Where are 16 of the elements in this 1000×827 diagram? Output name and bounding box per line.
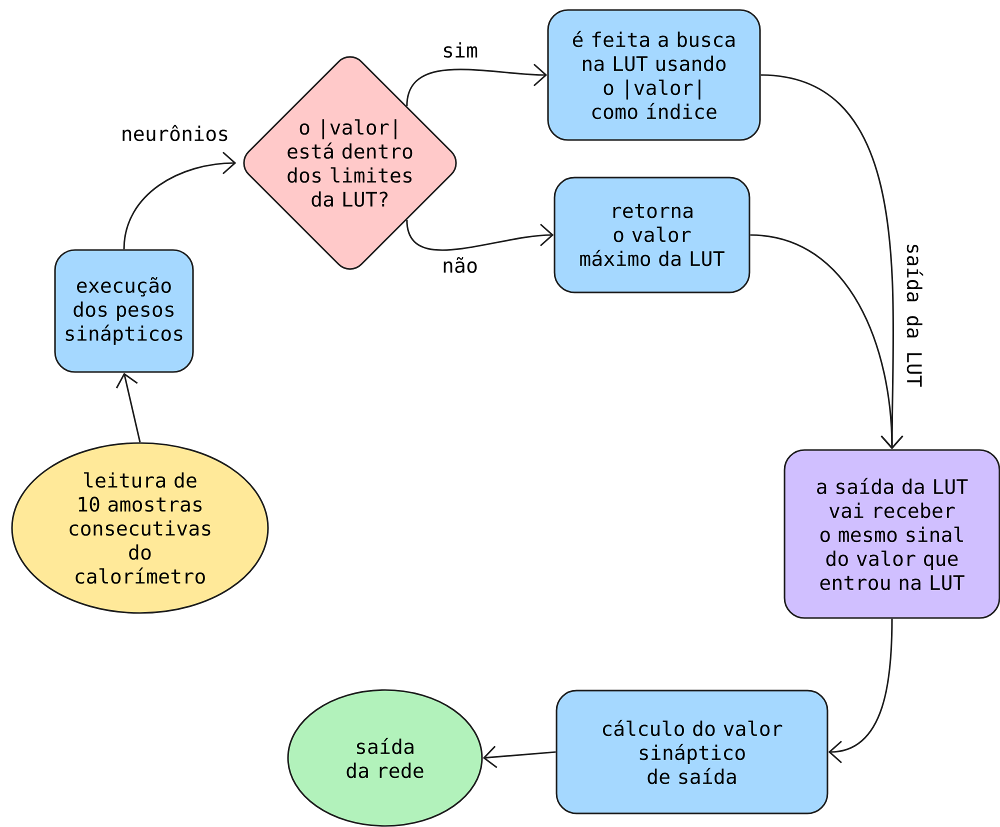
edge-label: neurônios [119,124,231,142]
arrow [406,64,548,106]
process-box: execução dos pesos sinápticos [54,249,194,373]
process-box: a saída da LUT vai receber o mesmo sinal do valor que entrou na LUT [784,449,1000,619]
process-box: é feita a busca na LUT usando o |valor| como índice [547,9,761,141]
arrow [750,234,904,450]
arrow [123,152,236,250]
ellipse-node: leitura de 10 amostras consecutivas do calorímetro [11,442,269,614]
arrow [406,220,554,251]
arrow [482,746,556,768]
process-box: cálculo do valor sináptico de saída [556,690,828,814]
ellipse-node: saída da rede [287,689,483,827]
arrow [828,618,893,764]
arrow [116,372,141,442]
process-box: retorna o valor máximo da LUT [554,176,750,294]
edge-label: saída da LUT [906,241,924,389]
